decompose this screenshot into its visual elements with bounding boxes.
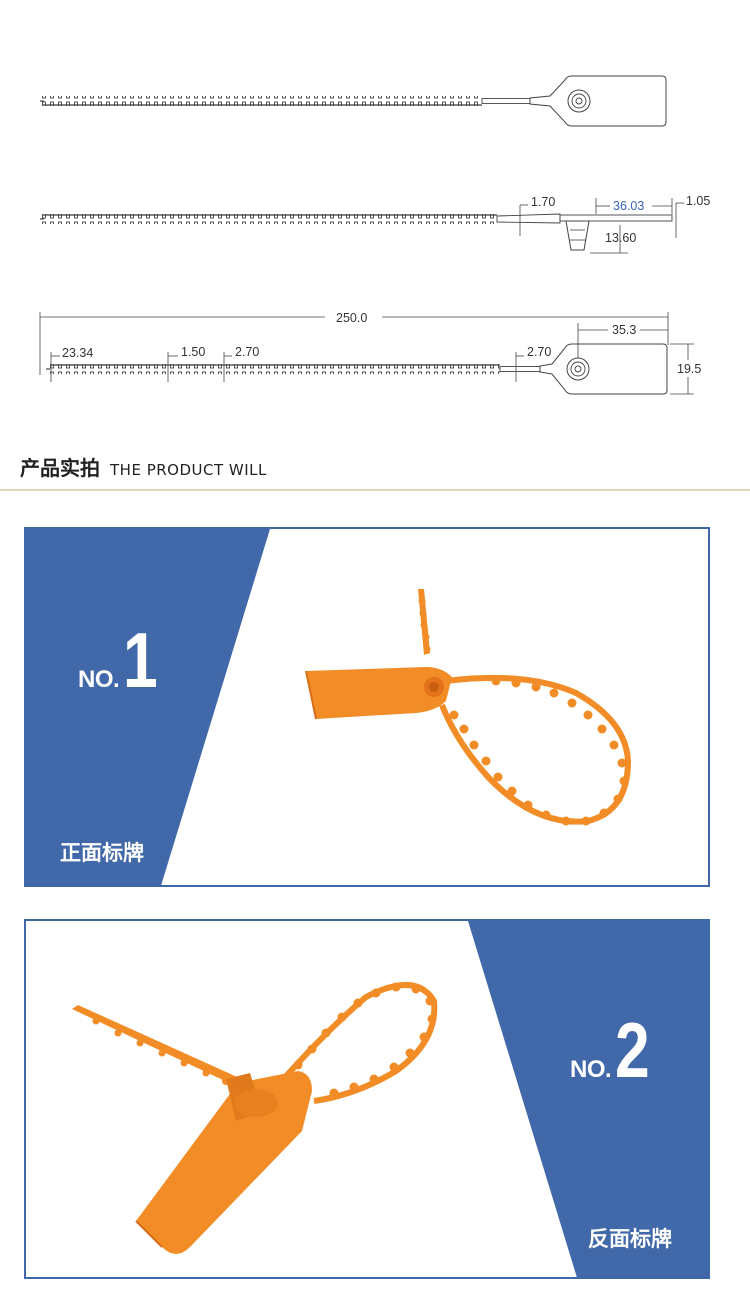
seal-photo-back bbox=[72, 982, 438, 1254]
no-number: 2 bbox=[615, 1006, 650, 1094]
dim-2-70-neck: 2.70 bbox=[527, 345, 551, 359]
drawing-top-view bbox=[40, 75, 667, 127]
drawing-dimensioned-view: 250.0 23.34 1.50 2.70 2.70 35.3 19.5 bbox=[39, 311, 701, 395]
technical-drawings: 1.70 36.03 1.05 13.60 250.0 23.34 bbox=[39, 75, 710, 395]
panel-caption: 正面标牌 bbox=[60, 841, 144, 865]
panel-front-tag: NO. 1 正面标牌 bbox=[24, 527, 710, 887]
no-label: NO. bbox=[570, 1056, 612, 1083]
dim-13-60: 13.60 bbox=[605, 231, 636, 245]
dim-23-34: 23.34 bbox=[62, 346, 93, 360]
seal-photo-front bbox=[305, 589, 632, 826]
dim-35-3: 35.3 bbox=[612, 323, 636, 337]
section-header: 产品实拍 THE PRODUCT WILL bbox=[20, 452, 267, 488]
panel-number: NO. 2 bbox=[570, 1005, 659, 1096]
section-title-cn: 产品实拍 bbox=[20, 456, 100, 480]
panel-number: NO. 1 bbox=[78, 615, 167, 706]
dim-1-05: 1.05 bbox=[686, 194, 710, 208]
drawing-side-view: 1.70 36.03 1.05 13.60 bbox=[40, 194, 710, 254]
panel-caption: 反面标牌 bbox=[588, 1227, 672, 1251]
dim-1-50: 1.50 bbox=[181, 345, 205, 359]
no-number: 1 bbox=[123, 616, 158, 704]
panel-blue-shape bbox=[468, 921, 708, 1277]
dim-36-03: 36.03 bbox=[613, 199, 644, 213]
dim-250: 250.0 bbox=[336, 311, 367, 325]
dim-19-5: 19.5 bbox=[677, 362, 701, 376]
panel-back-tag: NO. 2 反面标牌 bbox=[24, 919, 710, 1279]
dim-1-70: 1.70 bbox=[531, 195, 555, 209]
dim-2-70: 2.70 bbox=[235, 345, 259, 359]
section-divider bbox=[0, 489, 750, 491]
section-title-en: THE PRODUCT WILL bbox=[110, 461, 267, 479]
panel-blue-shape bbox=[26, 529, 270, 885]
no-label: NO. bbox=[78, 666, 120, 693]
